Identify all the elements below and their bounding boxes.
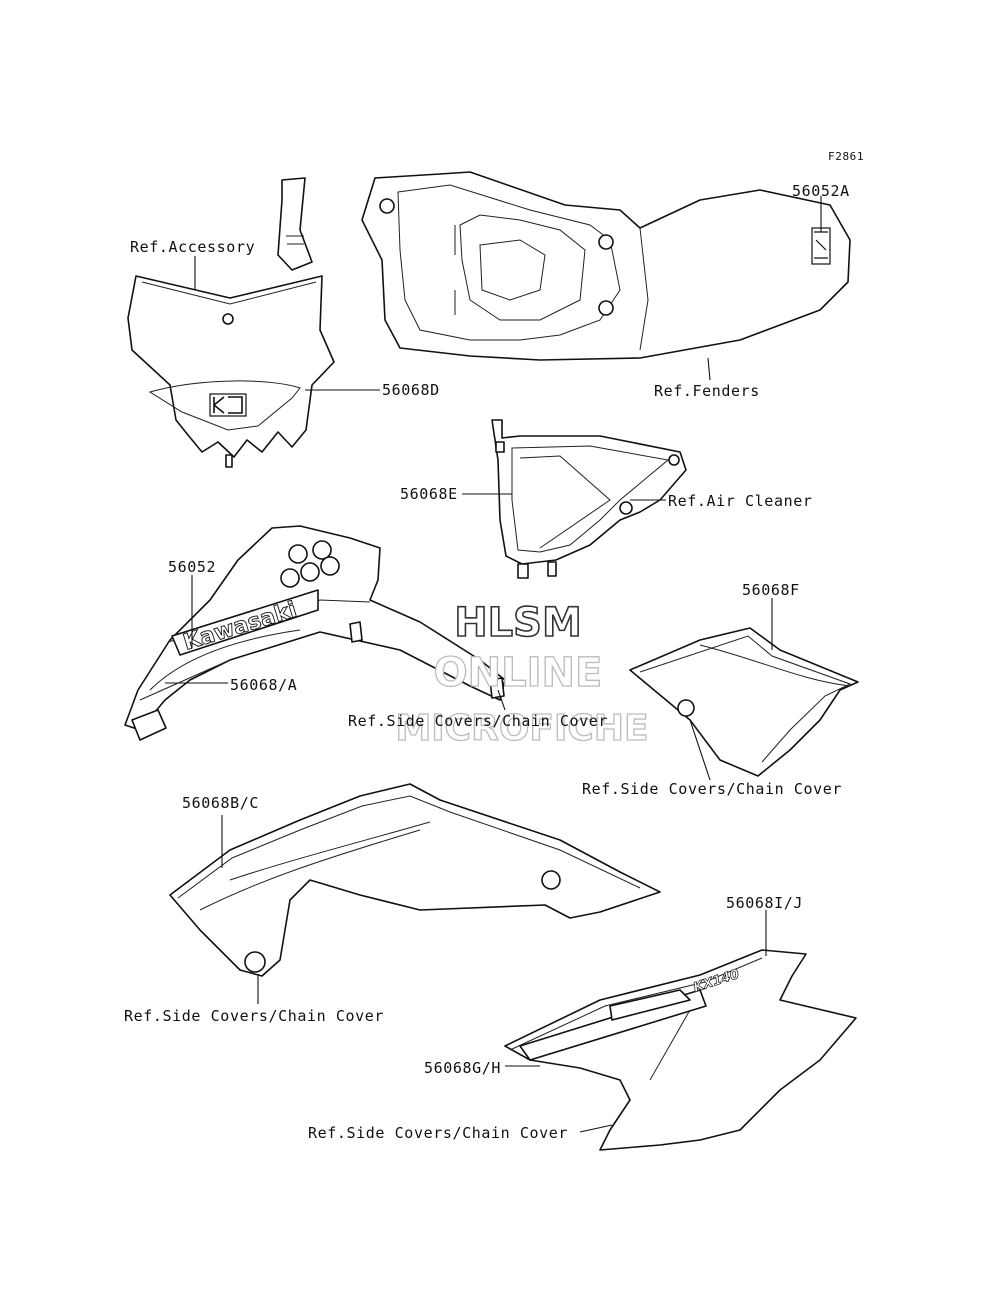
watermark-line-2: ONLINE xyxy=(434,650,603,696)
label-ref-side-covers-4: Ref.Side Covers/Chain Cover xyxy=(308,1124,568,1142)
rear-fender xyxy=(361,171,851,361)
label-ref-accessory: Ref.Accessory xyxy=(130,238,255,256)
label-56068D: 56068D xyxy=(382,381,440,399)
side-cover-left xyxy=(169,783,661,977)
side-cover-right: KX140 xyxy=(504,949,857,1151)
watermark-line-1: HLSM xyxy=(454,600,582,646)
label-56068GH: 56068G/H xyxy=(424,1059,501,1077)
label-ref-side-covers-2: Ref.Side Covers/Chain Cover xyxy=(582,780,842,798)
leader-lines xyxy=(165,196,822,1133)
label-ref-fenders: Ref.Fenders xyxy=(654,382,760,400)
label-56068F: 56068F xyxy=(742,581,800,599)
label-56052A: 56052A xyxy=(792,182,850,200)
side-number-panel-right xyxy=(629,627,859,777)
label-56068IJ: 56068I/J xyxy=(726,894,803,912)
label-ref-side-covers-1: Ref.Side Covers/Chain Cover xyxy=(348,712,608,730)
front-number-plate xyxy=(127,177,335,468)
callout-labels: F2861 Ref.Accessory 56068D 56052A Ref.Fe… xyxy=(124,150,864,1142)
figure-code: F2861 xyxy=(828,150,864,163)
watermark: HLSM ONLINE MICROFICHE xyxy=(395,599,649,749)
label-56052: 56052 xyxy=(168,558,216,576)
label-ref-side-covers-3: Ref.Side Covers/Chain Cover xyxy=(124,1007,384,1025)
label-56068BC: 56068B/C xyxy=(182,794,259,812)
label-56068E: 56068E xyxy=(400,485,458,503)
label-56068A: 56068/A xyxy=(230,676,297,694)
watermark-line-3: MICROFICHE xyxy=(395,708,648,749)
label-ref-air-cleaner: Ref.Air Cleaner xyxy=(668,492,812,510)
air-cleaner-cover xyxy=(491,419,687,579)
kawasaki-k-logo-icon xyxy=(209,393,247,417)
